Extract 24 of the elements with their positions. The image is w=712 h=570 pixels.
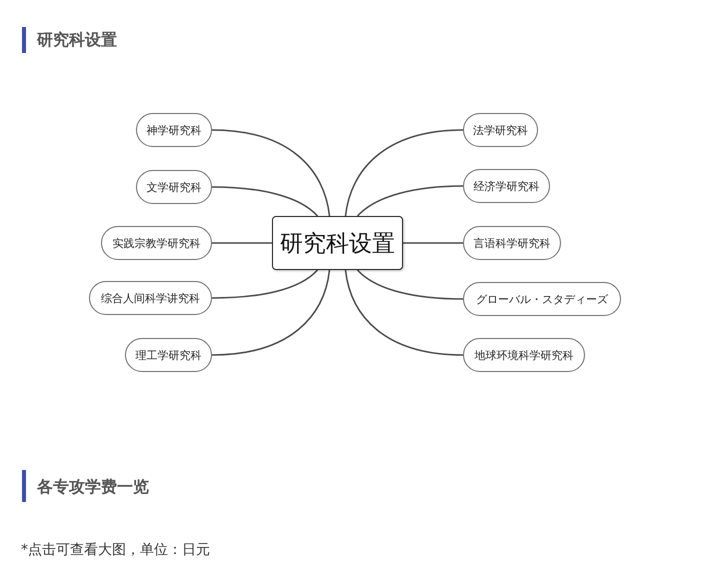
connector-line: [212, 242, 272, 244]
branch-pill: 经济学研究科: [463, 169, 550, 203]
connector-line: [403, 242, 463, 244]
connector-line: [356, 185, 464, 217]
section-heading: 研究科设置: [37, 30, 117, 50]
section-heading: 各专攻学费一览: [37, 477, 149, 497]
branch-pill: 文学研究科: [136, 170, 212, 204]
branch-pill: 神学研究科: [136, 113, 212, 147]
note-text: *点击可查看大图，单位：日元: [21, 541, 210, 559]
branch-pill: 地球环境科学研究科: [463, 338, 585, 372]
connector-line: [212, 129, 330, 216]
branch-pill: 综合人间科学讲究科: [89, 281, 212, 315]
connector-line: [344, 129, 464, 216]
branch-pill: 法学研究科: [463, 113, 538, 147]
connector-line: [212, 269, 318, 299]
connector-line: [344, 270, 464, 356]
central-topic-box: 研究科设置: [272, 216, 403, 270]
branch-pill: 实践宗教学研究科: [101, 226, 212, 260]
branch-pill: 言语科学研究科: [463, 226, 561, 260]
connector-line: [212, 270, 330, 356]
branch-pill: グローバル・スタディーズ: [463, 282, 621, 316]
connector-line: [356, 269, 464, 300]
connector-line: [212, 186, 318, 217]
branch-pill: 理工学研究科: [125, 338, 212, 372]
